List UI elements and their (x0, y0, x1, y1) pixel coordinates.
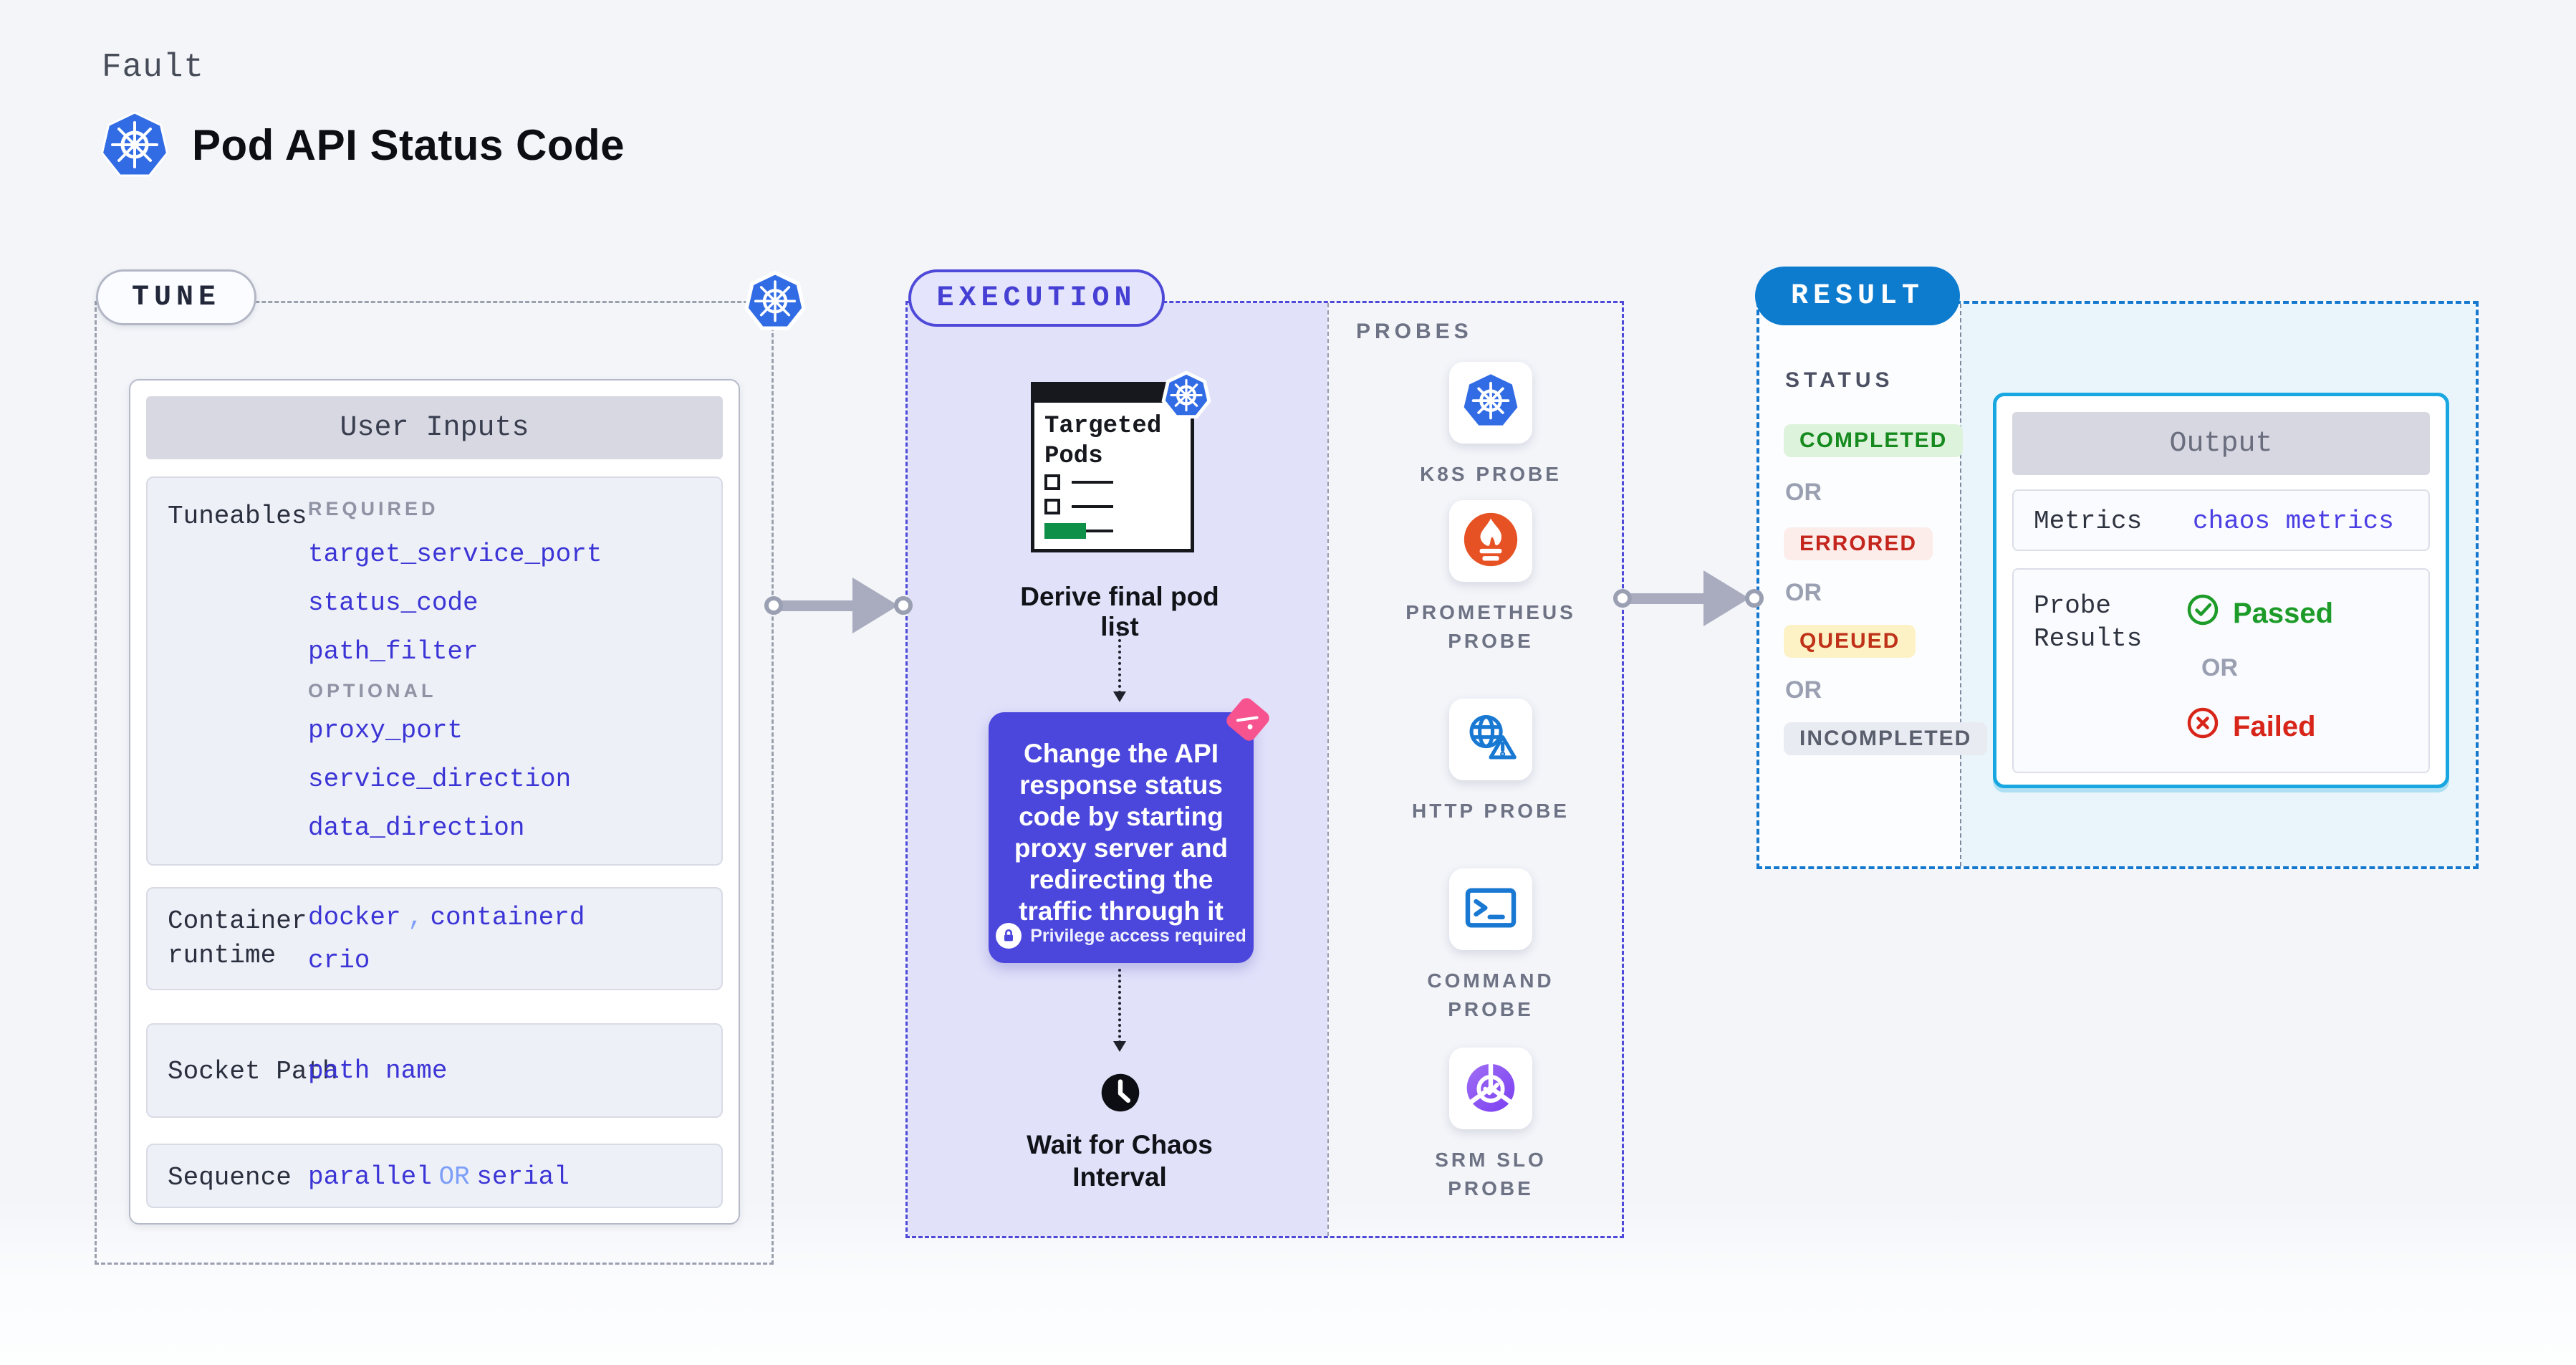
tuneables-row: Tuneables REQUIRED target_service_port s… (146, 476, 723, 866)
fault-action-text: Change the API response status code by s… (1014, 739, 1229, 926)
tune-section-box (95, 301, 774, 1265)
check-circle-icon (2186, 593, 2220, 634)
sequence-values: parallel OR serial (308, 1162, 569, 1192)
page-title: Pod API Status Code (192, 121, 625, 169)
socket-path-row: Socket Path path name (146, 1023, 723, 1118)
dotted-connector-down (1113, 622, 1126, 702)
k8s-probe-card (1449, 362, 1532, 444)
or-separator: OR (1785, 479, 1822, 506)
status-badge-queued: QUEUED (1784, 625, 1916, 658)
metrics-row: Metrics chaos metrics (2012, 489, 2430, 551)
x-circle-icon (2186, 706, 2220, 747)
sequence-serial: serial (476, 1162, 569, 1192)
sequence-label: Sequence (168, 1163, 292, 1192)
checkbox-icon (1044, 499, 1060, 514)
optional-group-label: OPTIONAL (308, 680, 437, 701)
kubernetes-icon (1161, 370, 1211, 423)
fault-action-card: Change the API response status code by s… (989, 695, 1272, 963)
status-badge-errored: ERRORED (1784, 527, 1933, 560)
http-globe-icon (1461, 709, 1520, 771)
user-inputs-card: User Inputs Tuneables REQUIRED target_se… (129, 379, 740, 1225)
clock-icon (1100, 1072, 1141, 1113)
derive-pod-list-caption: Derive final pod list (1020, 582, 1219, 641)
list-line (1072, 530, 1113, 532)
tuneable-required-2: status_code (308, 588, 479, 618)
progress-bar (1044, 523, 1086, 539)
tune-pill: TUNE (96, 269, 256, 325)
prometheus-probe-card (1449, 500, 1532, 582)
targeted-pods-window: Targeted Pods (1031, 382, 1194, 552)
probe-results-row: Probe Results Passed OR (2012, 568, 2430, 773)
probe-label: K8S PROBE (1420, 463, 1562, 485)
list-line (1072, 505, 1113, 508)
kubernetes-icon (99, 109, 170, 183)
result-pill: RESULT (1755, 267, 1960, 325)
probe-result-failed: Failed (2186, 706, 2316, 747)
status-column-label: STATUS (1785, 368, 1894, 392)
probe-label: PROMETHEUS PROBE (1405, 601, 1576, 652)
or-separator: OR (1785, 676, 1822, 704)
execution-pill: EXECUTION (908, 269, 1165, 327)
command-probe-card (1449, 868, 1532, 950)
wait-chaos-interval-caption: Wait for Chaos Interval (1027, 1130, 1213, 1192)
arrowhead-icon (1113, 691, 1126, 702)
pod-list-item (1044, 474, 1113, 490)
list-line (1072, 481, 1113, 484)
privilege-note-text: Privilege access required (1030, 925, 1246, 946)
privilege-note: Privilege access required (989, 923, 1254, 949)
lock-icon (996, 923, 1022, 949)
execution-probes-divider (1327, 303, 1329, 1236)
or-separator: OR (2201, 654, 2238, 681)
probes-column-label: PROBES (1356, 320, 1473, 343)
probe-result-passed: Passed (2186, 593, 2333, 634)
tuneable-required-1: target_service_port (308, 540, 602, 569)
tuneables-label: Tuneables (168, 502, 307, 531)
runtime-docker: docker (308, 903, 401, 932)
sequence-or: OR (438, 1162, 470, 1192)
runtime-comma: , (408, 903, 423, 932)
required-group-label: REQUIRED (308, 498, 439, 519)
pod-list-item (1044, 499, 1113, 514)
tuneable-optional-2: service_direction (308, 765, 572, 794)
dotted-connector-down (1113, 969, 1126, 1052)
command-terminal-icon (1461, 878, 1520, 941)
tuneable-optional-3: data_direction (308, 813, 525, 843)
fault-eyebrow: Fault (102, 49, 205, 86)
failed-label: Failed (2233, 710, 2316, 742)
probe-label: COMMAND PROBE (1427, 969, 1554, 1020)
tuneable-required-3: path_filter (308, 637, 479, 666)
arrowhead-icon (1113, 1041, 1126, 1052)
kubernetes-icon (1461, 371, 1521, 435)
chaos-icon (1224, 695, 1272, 744)
status-badge-incompleted: INCOMPLETED (1784, 722, 1988, 755)
sequence-row: Sequence parallel OR serial (146, 1144, 723, 1208)
container-runtime-label: Container runtime (168, 906, 307, 970)
http-probe-card (1449, 699, 1532, 780)
tuneable-optional-1: proxy_port (308, 716, 463, 745)
probe-label: HTTP PROBE (1412, 800, 1570, 822)
runtime-containerd: containerd (430, 903, 585, 932)
output-card: Output Metrics chaos metrics Probe Resul… (1993, 393, 2449, 788)
metrics-label: Metrics (2034, 507, 2143, 536)
socket-path-value: path name (308, 1056, 448, 1086)
prometheus-icon (1461, 510, 1520, 573)
output-title: Output (2012, 412, 2430, 475)
metrics-value: chaos metrics (2193, 507, 2394, 536)
targeted-pods-title: Targeted Pods (1044, 413, 1162, 470)
socket-path-label: Socket Path (168, 1057, 338, 1086)
kubernetes-icon (744, 269, 807, 335)
probe-label: SRM SLO PROBE (1435, 1149, 1547, 1199)
srm-slo-icon (1461, 1058, 1520, 1120)
srm-slo-probe-card (1449, 1048, 1532, 1129)
probe-results-label: Probe Results (2034, 591, 2143, 653)
runtime-crio: crio (308, 946, 370, 975)
or-separator: OR (1785, 579, 1822, 606)
status-badge-completed: COMPLETED (1784, 424, 1964, 457)
checkbox-icon (1044, 474, 1060, 490)
user-inputs-title: User Inputs (146, 396, 723, 459)
passed-label: Passed (2233, 597, 2334, 629)
container-runtime-values: docker , containerd (308, 903, 585, 932)
sequence-parallel: parallel (308, 1162, 432, 1192)
container-runtime-row: Container runtime docker , containerd cr… (146, 887, 723, 990)
